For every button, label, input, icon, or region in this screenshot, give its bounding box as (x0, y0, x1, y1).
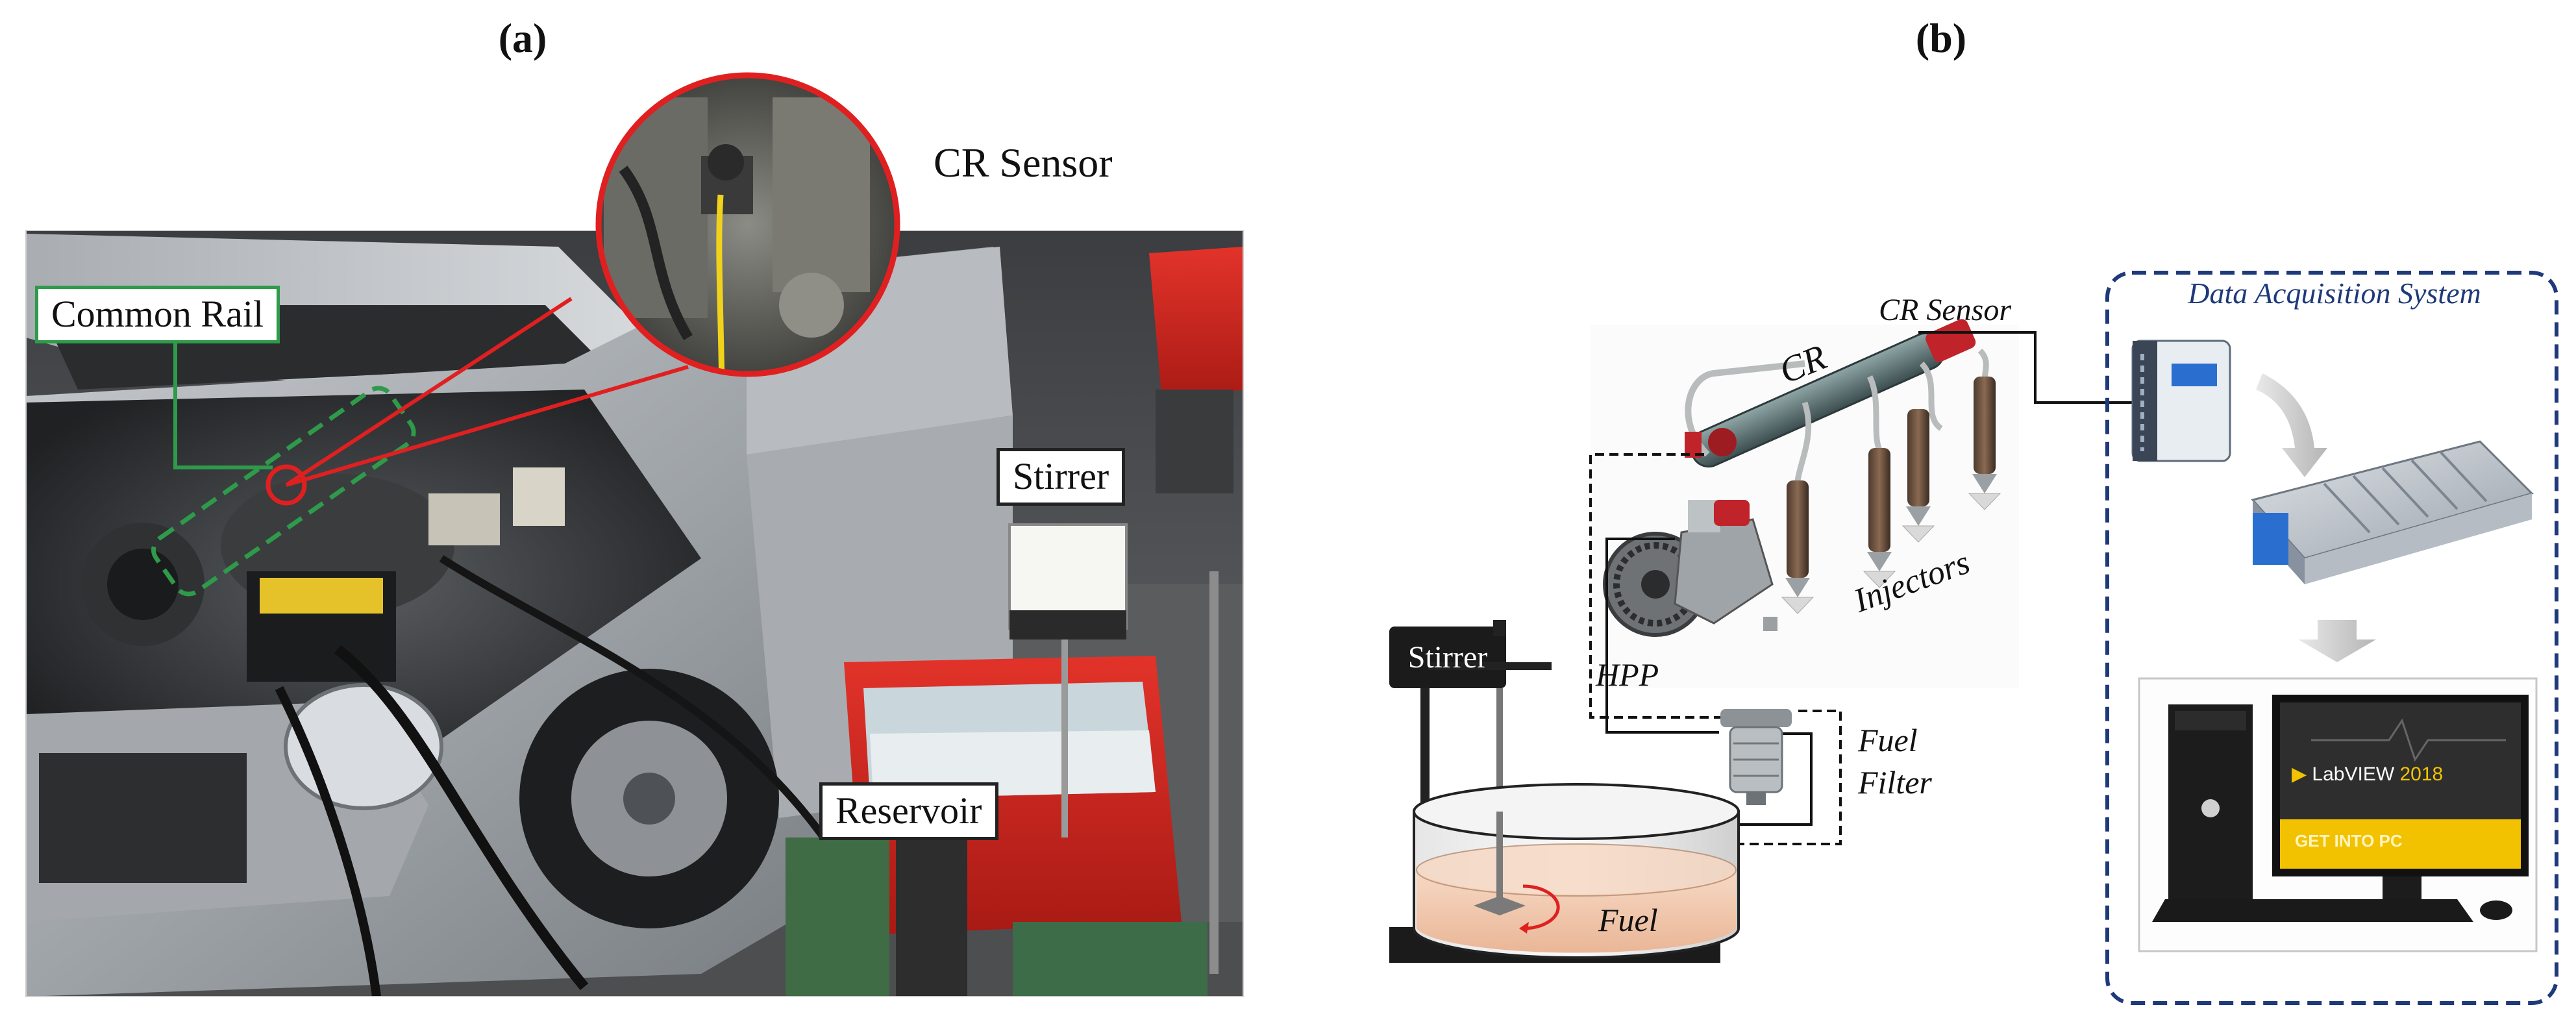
zoom-line-upper (285, 297, 573, 487)
fuel-filter-line1: Fuel (1858, 722, 1918, 758)
schematic-cr-sensor-label: CR Sensor (1879, 293, 2011, 327)
labview-year: 2018 (2399, 764, 2444, 785)
photo-stirrer-label: Stirrer (997, 448, 1126, 506)
fuel-line-supply (1605, 538, 1719, 734)
common-rail-connector (173, 341, 273, 469)
photo-common-rail-label: Common Rail (35, 286, 280, 343)
fuel-tank (1413, 783, 1740, 959)
panel-label-a: (a) (498, 15, 547, 61)
daq-chassis (2251, 440, 2534, 584)
daq-border (2105, 271, 2558, 1005)
panel-label-b: (b) (1915, 15, 1967, 61)
schematic-fuel-label: Fuel (1598, 902, 1658, 938)
schematic-hpp-label: HPP (1596, 656, 1659, 693)
common-rail (1689, 319, 1976, 468)
zoom-line-lower (286, 365, 689, 487)
labview-subtitle: GET INTO PC (2295, 831, 2403, 850)
daq-title: Data Acquisition System (2188, 277, 2481, 310)
fuel-line-return (1589, 453, 1766, 719)
schematic-stirrer-label: Stirrer (1407, 640, 1488, 675)
high-pressure-pump (1603, 432, 1774, 637)
flow-arrow-module (2256, 373, 2327, 477)
cr-sensor-wire (1918, 331, 2136, 404)
schematic-fuel-filter-label: Fuel Filter (1858, 719, 1932, 804)
injectors (1763, 377, 2001, 631)
fuel-filter-line2: Filter (1858, 764, 1932, 801)
flow-arrow-chassis (2298, 620, 2376, 662)
fuel-filter (1720, 709, 1792, 805)
computer (2138, 677, 2538, 952)
labview-name: LabVIEW (2312, 764, 2395, 785)
photo-reservoir-label: Reservoir (819, 782, 998, 840)
photo-cr-sensor-label: CR Sensor (934, 140, 1113, 186)
daq-module (2131, 340, 2231, 462)
labview-logo: ▶ LabVIEW 2018 (2292, 764, 2444, 785)
sensor-highlight-circle (266, 464, 307, 506)
